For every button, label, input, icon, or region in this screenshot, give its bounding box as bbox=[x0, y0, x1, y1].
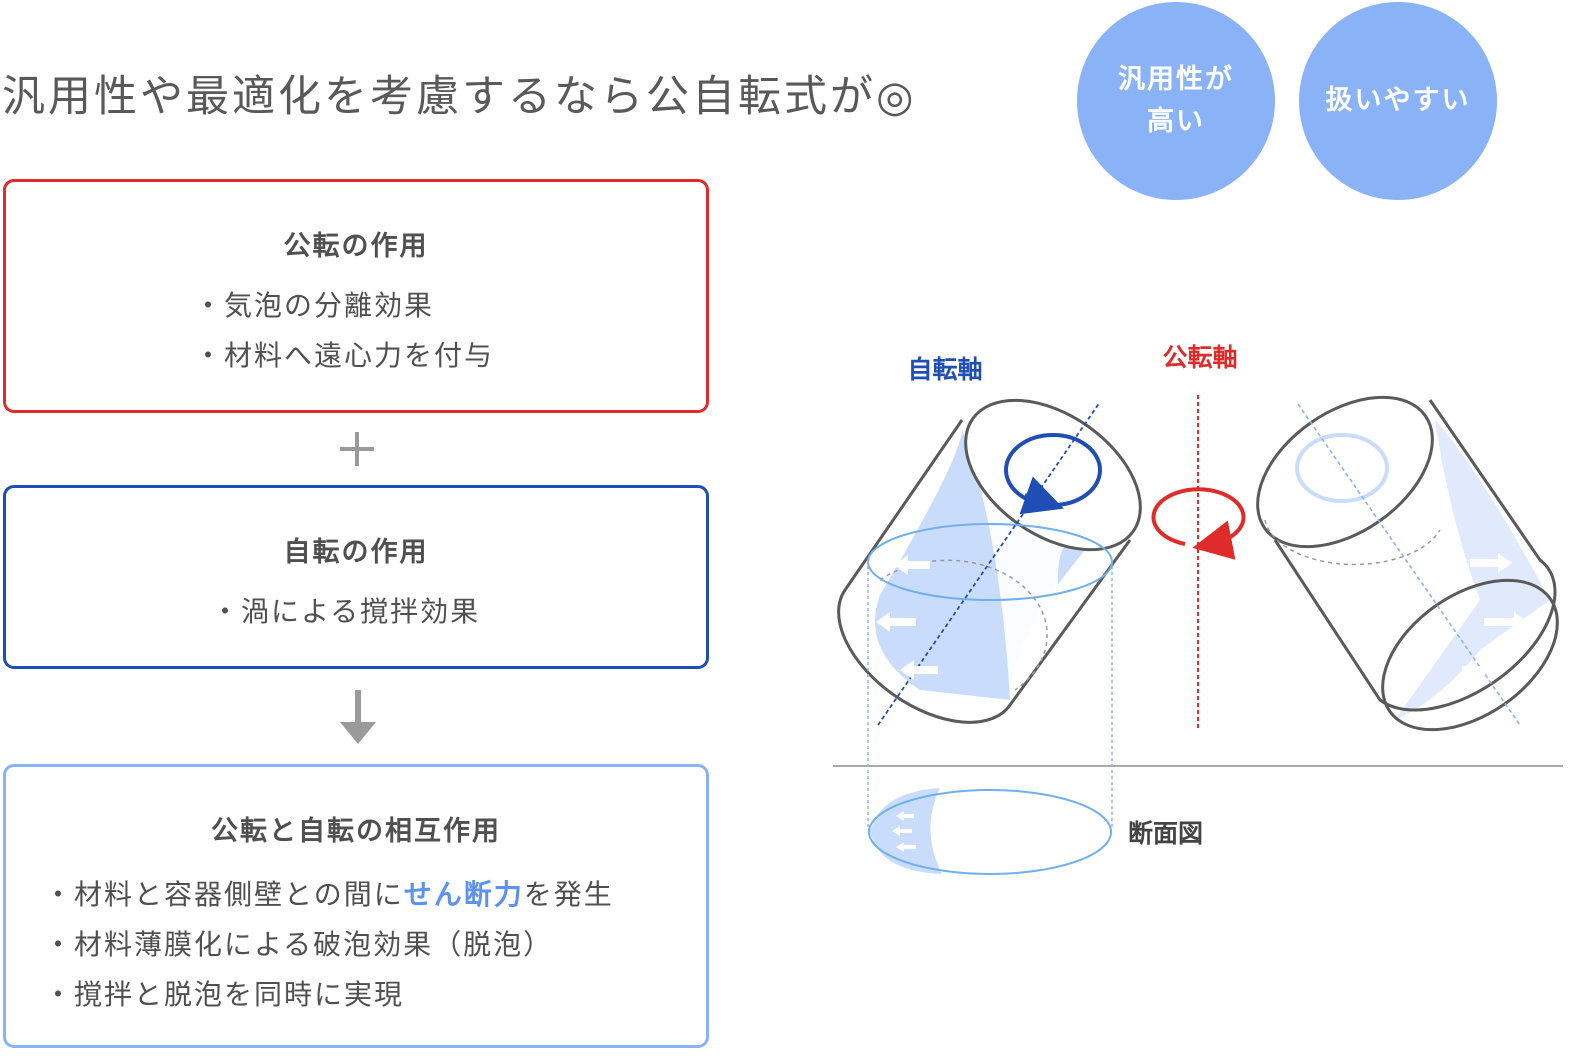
cross-section-ellipse bbox=[868, 788, 1112, 875]
shear-text-before: 材料と容器側壁との間に bbox=[74, 878, 404, 911]
rotation-list: 渦による撹拌効果 bbox=[211, 587, 706, 637]
list-item: 気泡の分離効果 bbox=[194, 281, 706, 331]
list-item: 材料薄膜化による破泡効果（脱泡） bbox=[44, 920, 706, 970]
list-item: 撹拌と脱泡を同時に実現 bbox=[44, 970, 706, 1020]
revolution-box: 公転の作用 気泡の分離効果 材料へ遠心力を付与 bbox=[3, 179, 709, 413]
cross-section-label: 断面図 bbox=[1128, 819, 1203, 848]
left-container bbox=[837, 398, 1142, 726]
revolution-list: 気泡の分離効果 材料へ遠心力を付与 bbox=[194, 281, 706, 381]
badge-versatility: 汎用性が 高い bbox=[1077, 2, 1275, 200]
combined-list: 材料と容器側壁との間にせん断力を発生 材料薄膜化による破泡効果（脱泡） 撹拌と脱… bbox=[44, 870, 706, 1020]
combined-box: 公転と自転の相互作用 材料と容器側壁との間にせん断力を発生 材料薄膜化による破泡… bbox=[3, 764, 709, 1048]
right-container bbox=[1256, 395, 1559, 732]
arrow-down-icon bbox=[340, 690, 376, 744]
badge-easy-to-use-label: 扱いやすい bbox=[1325, 85, 1471, 116]
list-item: 材料と容器側壁との間にせん断力を発生 bbox=[44, 870, 706, 920]
rotation-heading: 自転の作用 bbox=[283, 537, 429, 568]
plus-icon bbox=[340, 432, 374, 466]
rotation-axis-label: 自転軸 bbox=[907, 355, 982, 384]
badge-easy-to-use: 扱いやすい bbox=[1299, 2, 1497, 200]
badge-versatility-line1: 汎用性が bbox=[1118, 64, 1234, 95]
right-flow-arrows bbox=[1462, 553, 1528, 680]
mixer-diagram: 自転軸 公転軸 断面図 bbox=[833, 343, 1563, 875]
revolution-arrow-icon bbox=[1151, 487, 1246, 560]
list-item: 渦による撹拌効果 bbox=[211, 587, 706, 637]
list-item: 材料へ遠心力を付与 bbox=[194, 331, 706, 381]
revolution-axis-label: 公転軸 bbox=[1162, 343, 1237, 372]
page-title: 汎用性や最適化を考慮するなら公自転式が◎ bbox=[2, 72, 917, 122]
shear-force-highlight: せん断力 bbox=[403, 878, 524, 911]
revolution-heading: 公転の作用 bbox=[283, 231, 429, 262]
shear-text-after: を発生 bbox=[523, 878, 614, 911]
left-flow-arrows bbox=[876, 555, 938, 680]
combined-heading: 公転と自転の相互作用 bbox=[211, 816, 501, 847]
rotation-box: 自転の作用 渦による撹拌効果 bbox=[3, 485, 709, 669]
badge-versatility-line2: 高い bbox=[1147, 106, 1205, 137]
